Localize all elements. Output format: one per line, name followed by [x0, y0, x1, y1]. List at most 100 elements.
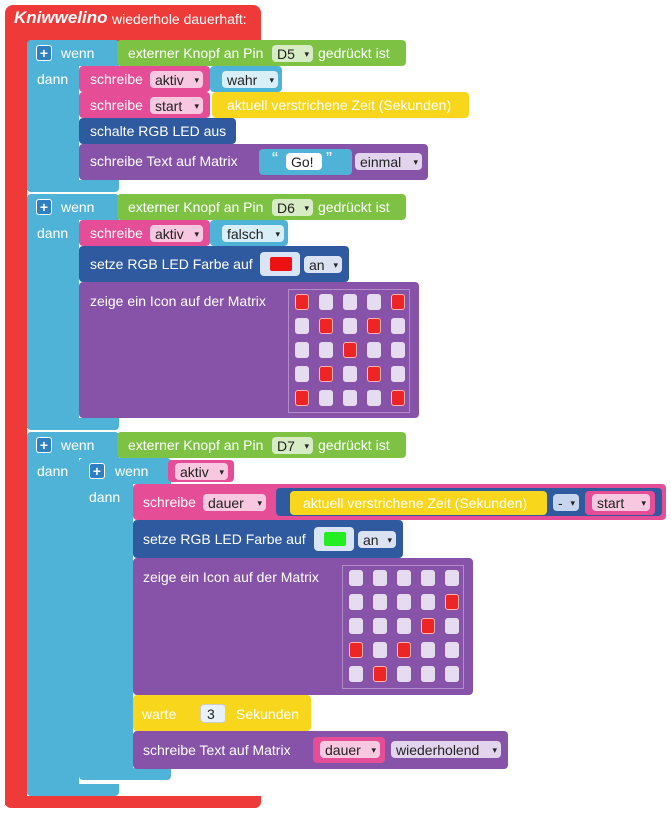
matrix-led-off[interactable]	[349, 618, 363, 634]
matrix-led-off[interactable]	[343, 318, 357, 334]
matrix-led-off[interactable]	[367, 342, 381, 358]
matrix-led-on[interactable]	[373, 666, 387, 682]
color-swatch-green[interactable]	[324, 532, 346, 546]
plus-icon[interactable]: +	[89, 463, 105, 479]
button-event-label: externer Knopf an Pin	[128, 437, 264, 453]
text-var-dropdown-dauer[interactable]: dauer▾	[320, 741, 380, 758]
matrix-led-off[interactable]	[421, 570, 435, 586]
cond-var-dropdown-aktiv[interactable]: aktiv▾	[175, 463, 228, 480]
main-loop-footer	[5, 796, 261, 808]
led-state-dropdown[interactable]: an▾	[304, 256, 342, 273]
plus-icon[interactable]: +	[36, 437, 52, 453]
button-event-label-post: gedrückt ist	[318, 437, 390, 453]
main-loop-block[interactable]	[5, 5, 261, 43]
wait-seconds-input[interactable]: 3	[200, 704, 226, 723]
operator-dropdown-minus[interactable]: -▾	[553, 494, 579, 511]
bool-dropdown-wahr[interactable]: wahr▾	[222, 71, 278, 88]
led-color-label: setze RGB LED Farbe auf	[143, 531, 306, 547]
plus-icon[interactable]: +	[36, 199, 52, 215]
matrix-led-off[interactable]	[421, 666, 435, 682]
var-dropdown-start-2[interactable]: start▾	[592, 494, 650, 511]
matrix-led-off[interactable]	[343, 294, 357, 310]
matrix-led-off[interactable]	[295, 366, 309, 382]
plus-icon[interactable]: +	[36, 45, 52, 61]
matrix-led-off[interactable]	[349, 570, 363, 586]
pin-dropdown-d5[interactable]: D5▾	[272, 45, 313, 62]
dann-label: dann	[89, 489, 121, 505]
button-event-label-post: gedrückt ist	[318, 45, 390, 61]
matrix-led-off[interactable]	[391, 366, 405, 382]
matrix-led-off[interactable]	[349, 594, 363, 610]
matrix-led-on[interactable]	[397, 642, 411, 658]
button-event-d7[interactable]	[117, 432, 406, 458]
pin-dropdown-d6[interactable]: D6▾	[272, 199, 313, 216]
matrix-led-off[interactable]	[445, 666, 459, 682]
matrix-led-off[interactable]	[373, 594, 387, 610]
matrix-led-off[interactable]	[319, 342, 333, 358]
schreibe-label: schreibe	[90, 97, 143, 113]
text-input-go[interactable]: Go!	[286, 153, 322, 170]
button-event-d6[interactable]	[117, 194, 406, 220]
matrix-led-off[interactable]	[397, 570, 411, 586]
matrix-led-off[interactable]	[421, 594, 435, 610]
led-matrix-2[interactable]	[342, 565, 464, 689]
matrix-led-off[interactable]	[373, 570, 387, 586]
matrix-led-off[interactable]	[295, 318, 309, 334]
matrix-led-on[interactable]	[367, 366, 381, 382]
matrix-led-on[interactable]	[367, 318, 381, 334]
mode-dropdown-einmal[interactable]: einmal▾	[355, 153, 422, 170]
kniwwelino-logo: Kniwwelino	[14, 8, 108, 27]
var-dropdown-aktiv[interactable]: aktiv▾	[150, 71, 203, 88]
matrix-led-off[interactable]	[397, 666, 411, 682]
matrix-led-off[interactable]	[349, 666, 363, 682]
matrix-led-off[interactable]	[373, 618, 387, 634]
button-event-label-post: gedrückt ist	[318, 199, 390, 215]
matrix-led-on[interactable]	[319, 366, 333, 382]
matrix-led-off[interactable]	[445, 570, 459, 586]
icon-label: zeige ein Icon auf der Matrix	[90, 293, 266, 309]
matrix-led-off[interactable]	[445, 642, 459, 658]
matrix-led-off[interactable]	[319, 390, 333, 406]
led-state-dropdown[interactable]: an▾	[358, 531, 396, 548]
bool-dropdown-falsch[interactable]: falsch▾	[222, 225, 284, 242]
led-off-block[interactable]	[79, 118, 236, 144]
schreibe-label: schreibe	[143, 494, 196, 510]
var-dropdown-aktiv[interactable]: aktiv▾	[150, 225, 203, 242]
matrix-led-off[interactable]	[397, 594, 411, 610]
main-loop-spine	[5, 40, 27, 805]
matrix-led-off[interactable]	[343, 390, 357, 406]
led-matrix-1[interactable]	[288, 289, 410, 413]
matrix-led-off[interactable]	[295, 342, 309, 358]
var-dropdown-start[interactable]: start▾	[150, 97, 203, 114]
matrix-led-off[interactable]	[445, 618, 459, 634]
matrix-led-off[interactable]	[367, 390, 381, 406]
matrix-led-off[interactable]	[373, 642, 387, 658]
matrix-led-off[interactable]	[367, 294, 381, 310]
matrix-led-on[interactable]	[391, 390, 405, 406]
matrix-led-on[interactable]	[445, 594, 459, 610]
matrix-led-on[interactable]	[319, 318, 333, 334]
matrix-led-on[interactable]	[295, 390, 309, 406]
wenn-label: wenn	[61, 437, 95, 453]
matrix-led-on[interactable]	[421, 618, 435, 634]
var-dropdown-dauer[interactable]: dauer▾	[203, 494, 266, 511]
pin-dropdown-d7[interactable]: D7▾	[272, 437, 313, 454]
elapsed-time-block-2[interactable]	[290, 491, 547, 515]
wenn-label: wenn	[61, 199, 95, 215]
matrix-led-off[interactable]	[421, 642, 435, 658]
matrix-led-on[interactable]	[343, 342, 357, 358]
matrix-led-off[interactable]	[397, 618, 411, 634]
matrix-led-off[interactable]	[391, 342, 405, 358]
matrix-led-off[interactable]	[343, 366, 357, 382]
if-block-d6-spine	[27, 218, 79, 428]
button-event-d5[interactable]	[117, 40, 406, 66]
matrix-led-off[interactable]	[391, 318, 405, 334]
matrix-led-on[interactable]	[391, 294, 405, 310]
matrix-led-off[interactable]	[319, 294, 333, 310]
mode-dropdown-wiederholend[interactable]: wiederholend▾	[391, 741, 501, 758]
elapsed-time-block[interactable]	[212, 92, 469, 118]
wenn-label: wenn	[115, 463, 149, 479]
matrix-led-on[interactable]	[349, 642, 363, 658]
matrix-led-on[interactable]	[295, 294, 309, 310]
color-swatch-red[interactable]	[270, 257, 292, 271]
